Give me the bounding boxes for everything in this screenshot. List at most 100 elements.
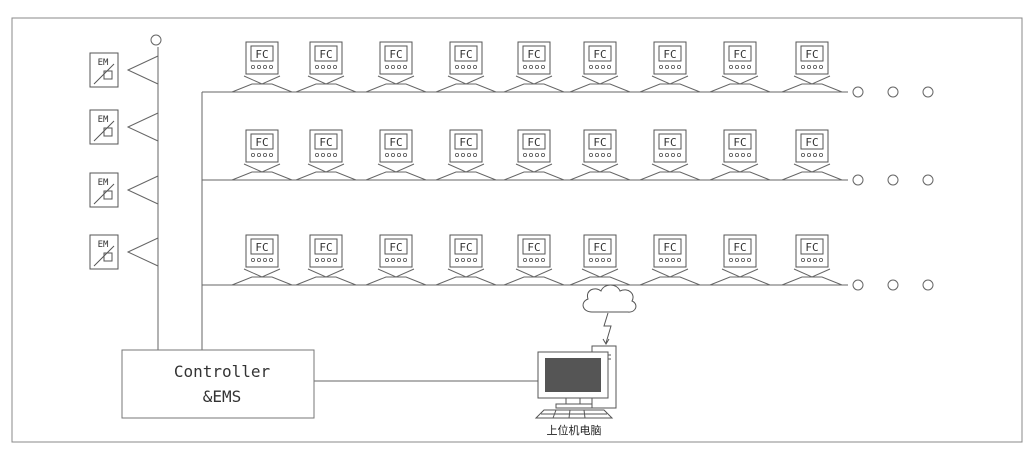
fc-button xyxy=(250,257,255,262)
fc-display xyxy=(658,133,682,150)
continuation-dot xyxy=(887,279,899,291)
fc-button xyxy=(671,65,676,70)
fc-display xyxy=(314,45,338,62)
fc-button xyxy=(268,152,273,157)
fc-bus-tap xyxy=(569,171,631,181)
fc-button xyxy=(601,65,606,70)
fan-coil-controller: FC xyxy=(295,234,357,286)
fc-button xyxy=(262,257,267,262)
fc-mount xyxy=(581,163,619,173)
fc-button xyxy=(807,257,812,262)
fc-label: FC xyxy=(593,136,606,149)
fc-button xyxy=(819,257,824,262)
fc-button xyxy=(390,152,395,157)
computer-screen xyxy=(545,358,601,392)
fc-bus-tap xyxy=(295,171,357,181)
fc-button xyxy=(256,257,261,262)
fc-mount xyxy=(447,75,485,85)
energy-meter-connection xyxy=(126,237,159,267)
bus-wiring xyxy=(150,34,934,382)
fc-bus-tap xyxy=(781,171,843,181)
fc-button xyxy=(659,257,664,262)
fc-button xyxy=(747,65,752,70)
fc-label: FC xyxy=(593,48,606,61)
fan-coil-controller: FC xyxy=(295,41,357,93)
fc-button xyxy=(595,152,600,157)
fc-display xyxy=(728,45,752,62)
fc-label: FC xyxy=(459,48,472,61)
fc-label: FC xyxy=(255,136,268,149)
fc-button xyxy=(671,152,676,157)
fc-button xyxy=(460,65,465,70)
fc-button xyxy=(390,65,395,70)
fan-coil-controller: FC xyxy=(435,129,497,181)
fc-button xyxy=(402,152,407,157)
fc-button xyxy=(729,152,734,157)
fc-bus-tap xyxy=(295,276,357,286)
computer-icon[interactable] xyxy=(534,345,617,419)
fc-button xyxy=(460,152,465,157)
fc-button xyxy=(819,152,824,157)
fc-button xyxy=(535,65,540,70)
fc-bus-tap xyxy=(435,83,497,93)
fc-bus-tap xyxy=(709,171,771,181)
fc-button xyxy=(529,65,534,70)
fc-mount xyxy=(447,268,485,278)
fc-bus-tap xyxy=(781,276,843,286)
fc-button xyxy=(523,152,528,157)
energy-meter-connection xyxy=(126,175,159,205)
fc-mount xyxy=(721,75,759,85)
fc-button xyxy=(801,257,806,262)
fc-button xyxy=(320,65,325,70)
fc-button xyxy=(314,257,319,262)
fc-button xyxy=(268,257,273,262)
fan-coil-controller: FC xyxy=(639,41,701,93)
fc-label: FC xyxy=(527,48,540,61)
continuation-dot xyxy=(922,174,934,186)
fc-button xyxy=(250,65,255,70)
fc-display xyxy=(588,45,612,62)
fc-button xyxy=(541,257,546,262)
fan-coil-controller: FC xyxy=(365,234,427,286)
fc-label: FC xyxy=(389,241,402,254)
fan-coil-controller: FC xyxy=(781,41,843,93)
fc-button xyxy=(735,65,740,70)
fc-button xyxy=(813,257,818,262)
fan-coil-controller: FC xyxy=(639,234,701,286)
fc-mount xyxy=(447,163,485,173)
fc-label: FC xyxy=(527,241,540,254)
fc-label: FC xyxy=(459,241,472,254)
fc-button xyxy=(402,65,407,70)
fc-display xyxy=(314,133,338,150)
fc-bus-tap xyxy=(639,83,701,93)
fc-display xyxy=(800,45,824,62)
fan-coil-controller: FC xyxy=(781,234,843,286)
fc-mount xyxy=(515,268,553,278)
fc-bus-tap xyxy=(365,276,427,286)
network-link-icon xyxy=(602,312,612,345)
fc-label: FC xyxy=(805,48,818,61)
controller-ems-box[interactable]: Controller &EMS xyxy=(121,349,315,419)
energy-meter-label: EM xyxy=(98,240,109,250)
fc-button xyxy=(665,257,670,262)
fc-bus-tap xyxy=(365,83,427,93)
fc-mount xyxy=(307,163,345,173)
fc-bus-tap xyxy=(295,83,357,93)
fc-mount xyxy=(515,75,553,85)
fc-button xyxy=(332,152,337,157)
continuation-dot xyxy=(852,174,864,186)
energy-meter-body xyxy=(89,52,119,88)
fc-display xyxy=(454,133,478,150)
fc-button xyxy=(677,65,682,70)
fc-button xyxy=(384,152,389,157)
fc-display xyxy=(800,238,824,255)
fc-button xyxy=(607,65,612,70)
fc-display xyxy=(250,238,274,255)
fc-button xyxy=(472,65,477,70)
fc-button xyxy=(314,152,319,157)
fc-button xyxy=(314,65,319,70)
fc-label: FC xyxy=(319,241,332,254)
fc-display xyxy=(314,238,338,255)
fc-button xyxy=(320,257,325,262)
